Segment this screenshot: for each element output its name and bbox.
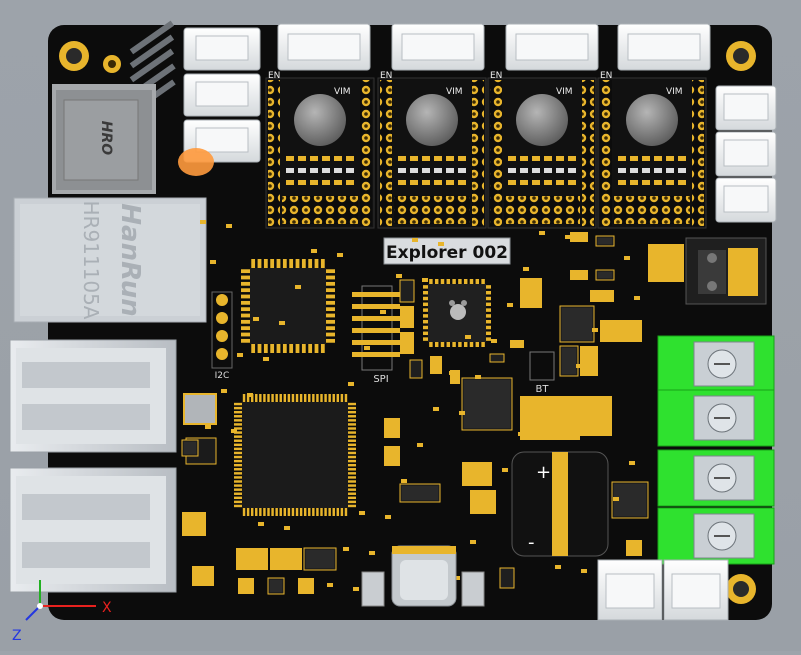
- smd-part: [510, 340, 524, 348]
- smd-part: [570, 232, 588, 242]
- smd-part: [580, 396, 612, 436]
- smd-part: [303, 547, 337, 571]
- stepper-driver-module: EN VIM: [597, 71, 707, 229]
- smd-part: [462, 462, 492, 486]
- title-label-box: [383, 237, 511, 265]
- reset-button[interactable]: [361, 571, 385, 607]
- smd-part: [470, 490, 496, 514]
- i2c-label: I2C: [215, 371, 230, 381]
- rp-chip: [423, 279, 491, 347]
- smd-part: [182, 512, 206, 536]
- driver-vim-label: VIM: [556, 87, 573, 97]
- bottom-connectors: [597, 559, 729, 621]
- i2c-header: I2C: [211, 291, 233, 381]
- smd-part: [384, 446, 400, 466]
- ethernet-brand-label: HanRun: [115, 203, 145, 316]
- stepper-driver-module: EN VIM: [487, 71, 597, 229]
- stepper-drivers: EN VIM EN VIM EN VIM EN VIM: [265, 71, 707, 229]
- smd-part: [570, 270, 588, 280]
- spi-header: SPI: [352, 285, 400, 385]
- driver-vim-label: VIM: [334, 87, 351, 97]
- driver-en-label: EN: [490, 71, 502, 81]
- smd-part: [489, 353, 505, 363]
- main-mcu-chip: [234, 394, 356, 516]
- right-jst-connectors: [715, 85, 777, 223]
- smd-part: [580, 346, 598, 376]
- smd-part: [626, 540, 642, 556]
- smd-part: [298, 578, 314, 594]
- smd-part: [559, 305, 595, 343]
- power-terminal: [685, 237, 767, 305]
- driver-en-label: EN: [600, 71, 612, 81]
- smd-part: [450, 370, 460, 384]
- smd-part: [611, 481, 649, 519]
- smd-part: [399, 483, 441, 503]
- ethernet-jack: HanRun HR911105A: [13, 197, 207, 323]
- spi-label: SPI: [373, 374, 388, 385]
- battery-holder: + -: [511, 451, 609, 557]
- mounting-holes: [59, 41, 756, 604]
- top-connectors: [277, 23, 711, 71]
- smd-part: [181, 439, 199, 457]
- board-title: Explorer 002: [386, 243, 508, 263]
- smd-part: [384, 418, 400, 438]
- smd-components: [181, 220, 684, 595]
- smd-part: [267, 577, 285, 595]
- smd-part: [520, 278, 542, 308]
- smd-part: [270, 548, 302, 570]
- svg-text:+: +: [536, 462, 551, 483]
- smd-part: [409, 359, 423, 379]
- smd-part: [620, 320, 642, 342]
- stepper-driver-module: EN VIM: [377, 71, 487, 229]
- bt-label: BT: [536, 384, 550, 395]
- driver-vim-label: VIM: [666, 87, 683, 97]
- smd-part: [595, 235, 615, 247]
- smd-part: [648, 244, 684, 282]
- driver-vim-label: VIM: [446, 87, 463, 97]
- smd-part: [461, 377, 513, 431]
- qfp-chip-small: [241, 259, 335, 353]
- usb-ports: [9, 339, 177, 593]
- smd-part: [559, 345, 579, 377]
- driver-en-label: EN: [380, 71, 392, 81]
- smd-part: [520, 396, 580, 440]
- ethernet-model-label: HR911105A: [79, 201, 103, 320]
- smd-part: [499, 567, 515, 589]
- smd-part: [192, 566, 214, 586]
- sd-card-slot: HRO: [52, 84, 156, 194]
- axis-z-label: Z: [12, 628, 22, 644]
- smd-part: [400, 332, 414, 354]
- axis-x-label: X: [102, 600, 112, 616]
- smd-part: [399, 279, 415, 303]
- axis-triad-icon: X Z: [12, 580, 112, 644]
- terminal-blocks: [657, 335, 775, 565]
- boot-button[interactable]: [461, 571, 485, 607]
- smd-part: [238, 578, 254, 594]
- stepper-driver-module: EN VIM: [265, 71, 375, 229]
- svg-text:-: -: [528, 532, 535, 553]
- smd-part: [430, 356, 442, 374]
- usb-c-port: [391, 545, 457, 607]
- raspberry-logo-icon: [450, 304, 466, 320]
- smd-part: [236, 548, 268, 570]
- smd-part: [595, 269, 615, 281]
- status-led: [178, 148, 214, 176]
- driver-en-label: EN: [268, 71, 280, 81]
- smd-part: [600, 320, 622, 342]
- sd-brand-label: HRO: [98, 121, 114, 155]
